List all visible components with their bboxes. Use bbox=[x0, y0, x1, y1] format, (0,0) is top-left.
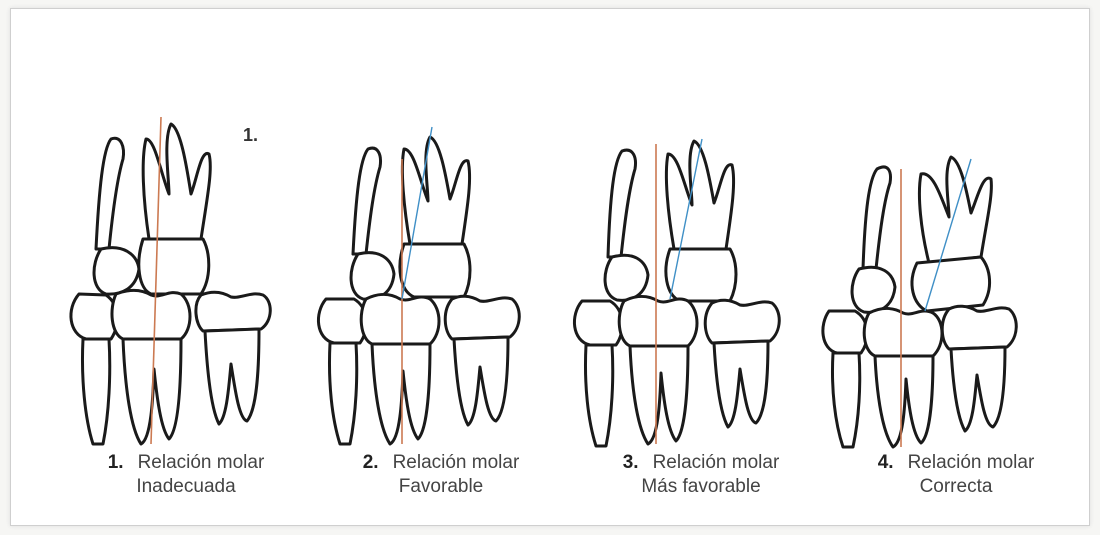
upper-molar-crown bbox=[912, 257, 990, 311]
lower-premolar-root bbox=[329, 343, 356, 444]
caption-2: 2. Relación molar Favorable bbox=[306, 451, 576, 499]
lower-premolar-crown bbox=[823, 311, 867, 353]
panel-favorable: 2. Relación molar Favorable bbox=[306, 9, 576, 525]
caption-line2: Más favorable bbox=[566, 475, 836, 499]
lower-premolar-crown bbox=[574, 301, 622, 345]
upper-molar-crown bbox=[666, 249, 736, 301]
caption-1: 1. Relación molar Inadecuada bbox=[51, 451, 321, 499]
caption-line1: Relación molar bbox=[393, 452, 520, 473]
upper-premolar-root bbox=[353, 148, 381, 254]
caption-line2: Favorable bbox=[306, 475, 576, 499]
upper-premolar-root bbox=[96, 138, 124, 249]
second-molar-root bbox=[205, 329, 259, 424]
lower-molar-root bbox=[875, 356, 933, 447]
tooth-diagram-3 bbox=[566, 99, 796, 449]
upper-premolar-crown bbox=[351, 253, 394, 300]
upper-molar-root bbox=[666, 141, 733, 249]
lower-premolar-root bbox=[832, 353, 859, 447]
caption-number: 4. bbox=[878, 452, 894, 473]
tooth-diagram-2 bbox=[306, 99, 536, 449]
lower-premolar-root bbox=[585, 345, 612, 446]
lower-molar-root bbox=[630, 346, 688, 444]
tooth-diagram-1 bbox=[51, 99, 281, 449]
lower-premolar-crown bbox=[318, 299, 366, 343]
caption-line1: Relación molar bbox=[908, 452, 1035, 473]
lower-molar-root bbox=[372, 344, 430, 444]
lower-molar-crown bbox=[864, 309, 942, 357]
caption-line2: Correcta bbox=[821, 475, 1091, 499]
caption-number: 1. bbox=[108, 452, 124, 473]
caption-number: 3. bbox=[623, 452, 639, 473]
figure-frame: 1. 1. Relación molar Inadecuada bbox=[10, 8, 1090, 526]
caption-number: 2. bbox=[363, 452, 379, 473]
upper-premolar-root bbox=[863, 167, 890, 269]
upper-premolar-crown bbox=[852, 267, 895, 312]
caption-line1: Relación molar bbox=[138, 452, 265, 473]
upper-molar-root bbox=[402, 137, 469, 244]
panel-inadecuada: 1. Relación molar Inadecuada bbox=[51, 9, 321, 525]
lower-molar-crown bbox=[361, 295, 439, 345]
lower-premolar-crown bbox=[71, 294, 117, 339]
caption-line1: Relación molar bbox=[653, 452, 780, 473]
upper-premolar-crown bbox=[605, 255, 648, 300]
upper-premolar-root bbox=[608, 150, 635, 257]
caption-3: 3. Relación molar Más favorable bbox=[566, 451, 836, 499]
second-molar-crown bbox=[196, 292, 270, 331]
second-molar-root bbox=[454, 337, 508, 425]
second-molar-crown bbox=[445, 296, 519, 339]
lower-premolar-root bbox=[82, 339, 109, 444]
caption-4: 4. Relación molar Correcta bbox=[821, 451, 1091, 499]
second-molar-crown bbox=[942, 306, 1016, 349]
second-molar-root bbox=[714, 341, 768, 427]
upper-molar-root bbox=[143, 124, 210, 239]
lower-molar-crown bbox=[619, 297, 697, 347]
tooth-diagram-4 bbox=[821, 99, 1051, 449]
panel-correcta: 4. Relación molar Correcta bbox=[821, 9, 1091, 525]
second-molar-root bbox=[951, 347, 1005, 431]
caption-line2: Inadecuada bbox=[51, 475, 321, 499]
upper-molar-crown bbox=[139, 239, 209, 294]
upper-premolar-crown bbox=[94, 248, 139, 294]
lower-molar-crown bbox=[112, 290, 190, 339]
panel-mas-favorable: 3. Relación molar Más favorable bbox=[566, 9, 836, 525]
second-molar-crown bbox=[705, 300, 779, 343]
